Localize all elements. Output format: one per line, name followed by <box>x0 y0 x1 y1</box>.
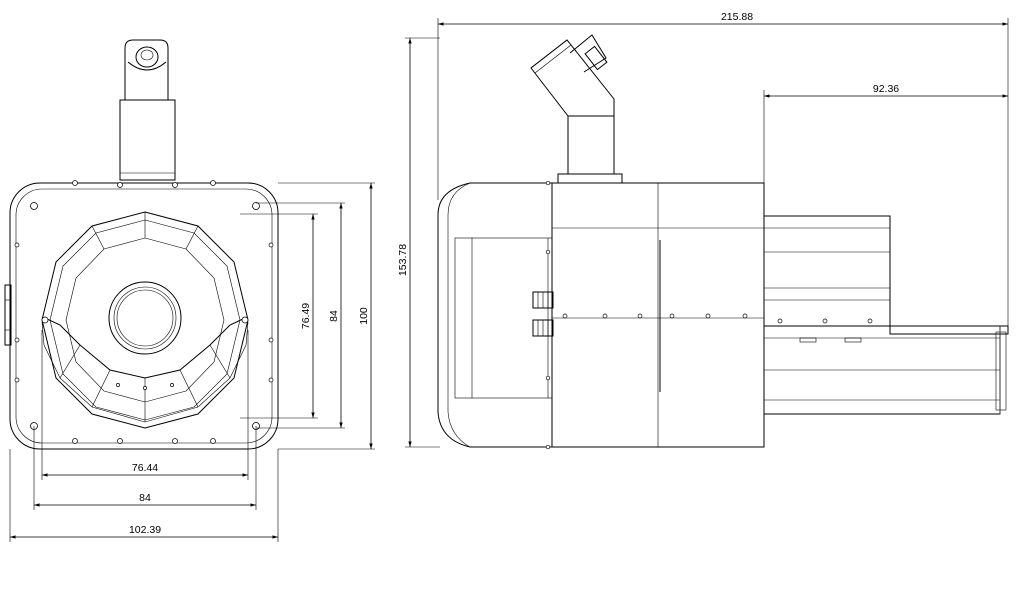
side-view <box>437 34 1009 450</box>
dim-front-inner-height: 76.49 <box>300 303 312 329</box>
dim-front-overall-height: 100 <box>358 307 370 325</box>
side-feeder <box>763 215 1009 415</box>
dim-front-inner-width: 76.44 <box>132 462 158 474</box>
front-chamber <box>41 211 249 429</box>
front-flue-pipe <box>119 39 176 181</box>
dim-front-overall-width: 102.39 <box>129 524 161 536</box>
side-flue-pipe <box>530 34 623 184</box>
side-front-cap <box>437 182 553 448</box>
front-burner-tube <box>108 281 182 355</box>
dim-front-bolt-width: 84 <box>139 492 151 504</box>
front-housing <box>4 182 279 450</box>
front-perimeter-bolts <box>14 180 274 444</box>
side-connector <box>532 291 554 337</box>
side-dimensions: 215.88 92.36 153.78 <box>397 11 1009 448</box>
dim-side-extension-length: 92.36 <box>873 83 899 95</box>
front-dimensions: 76.44 84 102.39 76.49 84 100 <box>9 182 375 542</box>
dim-front-bolt-height: 84 <box>328 310 340 322</box>
dim-side-overall-height: 153.78 <box>397 244 409 276</box>
side-body <box>545 180 765 450</box>
dim-side-overall-length: 215.88 <box>721 11 753 23</box>
front-view <box>4 39 279 450</box>
